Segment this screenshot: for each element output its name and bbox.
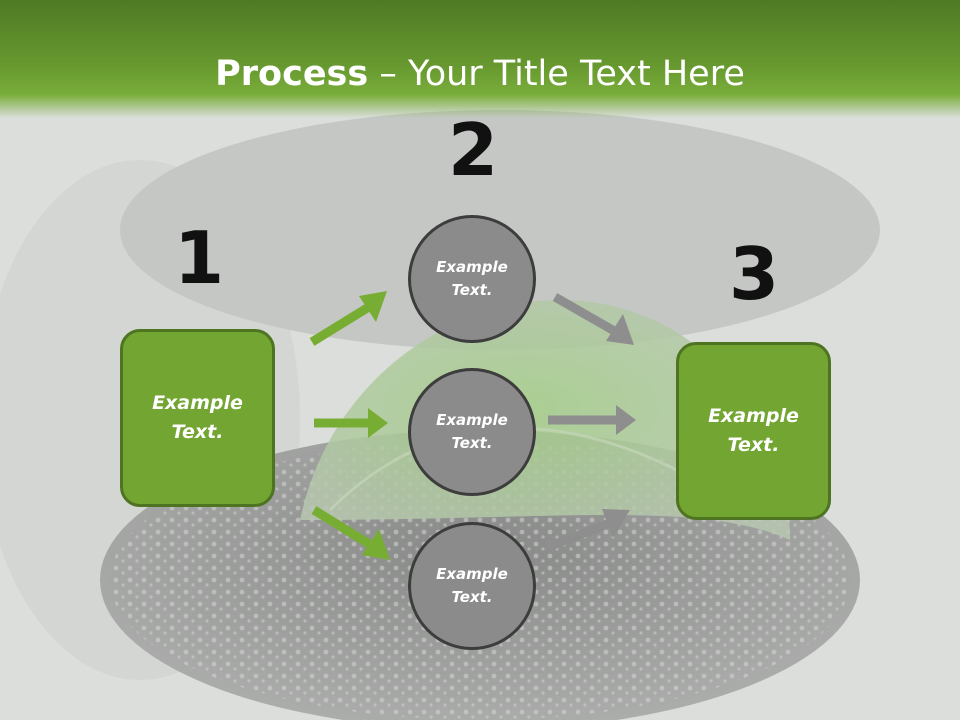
green-arrow-down (311, 506, 390, 560)
circle-top[interactable]: Example Text. (408, 215, 536, 343)
gray-arrow-down (552, 293, 634, 345)
green-arrow-right (314, 408, 388, 438)
circle-middle-line1: Example (436, 411, 508, 429)
circle-top-line1: Example (436, 258, 508, 276)
step-3-box[interactable]: Example Text. (676, 342, 831, 520)
step-number-3: 3 (728, 232, 780, 316)
circle-middle[interactable]: Example Text. (408, 368, 536, 496)
title-bar (0, 0, 960, 118)
title-rest: – Your Title Text Here (368, 54, 745, 94)
title-bold: Process (215, 54, 369, 94)
step-1-line1: Example (152, 392, 243, 414)
step-number-2: 2 (447, 108, 499, 192)
circle-bottom-line2: Text. (451, 588, 493, 606)
circle-middle-line2: Text. (451, 434, 493, 452)
step-1-box[interactable]: Example Text. (120, 329, 275, 507)
step-3-line1: Example (708, 405, 799, 427)
step-3-line2: Text. (727, 434, 780, 456)
circle-bottom-line1: Example (436, 565, 508, 583)
step-1-line2: Text. (171, 421, 224, 443)
step-number-1: 1 (173, 216, 225, 300)
gray-arrow-right (548, 405, 636, 435)
green-arrow-up (309, 291, 387, 346)
circle-bottom[interactable]: Example Text. (408, 522, 536, 650)
slide-title: Process – Your Title Text Here (0, 52, 960, 96)
circle-top-line2: Text. (451, 281, 493, 299)
gray-arrow-up (544, 509, 630, 553)
